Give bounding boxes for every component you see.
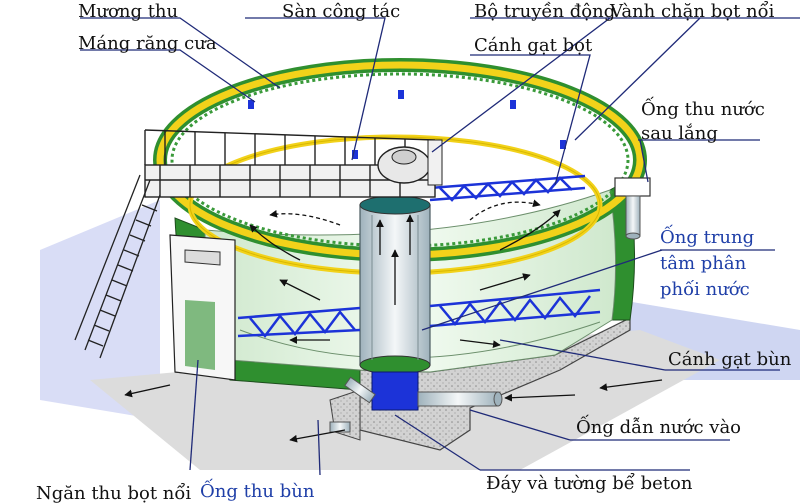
inlet-block [371,371,503,411]
label-ong-trung-tam-line2: tâm phân [660,253,747,274]
label-vanh-chan-bot: Vành chặn bọt nổi [610,1,775,22]
leader-lines [80,17,800,476]
label-muong-thu: Mương thu [78,1,179,22]
label-ong-thu-bun: Ống thu bùn [200,481,315,502]
launder-rim [153,58,647,276]
label-ong-trung-tam-line1: Ống trung [660,227,755,248]
pipes [329,376,376,433]
label-mang-rang-cua: Máng răng cưa [78,33,217,54]
label-canh-gat-bun: Cánh gạt bùn [668,349,792,370]
scum-chamber [169,234,236,381]
label-ngan-thu-bot: Ngăn thu bọt nổi [36,483,192,504]
outlet-pipe [614,177,651,240]
sludge-scraper [237,288,601,339]
staircase [74,174,161,359]
scum-scraper [429,174,586,202]
label-ong-trung-tam-line3: phối nước [660,279,750,300]
drive-unit [377,139,443,186]
label-canh-gat-bot: Cánh gạt bọt [474,35,593,56]
label-ong-dan-nuoc: Ống dẫn nước vào [576,417,742,438]
label-bo-truyen-dong: Bộ truyền động [474,1,616,22]
label-ong-thu-nuoc-line1: Ống thu nước [641,99,765,120]
label-day-tuong: Đáy và tường bể beton [486,473,693,494]
label-ong-thu-nuoc-line2: sau lắng [641,123,718,144]
label-san-cong-tac: Sàn công tác [282,1,401,22]
flow-arrows [124,199,663,443]
